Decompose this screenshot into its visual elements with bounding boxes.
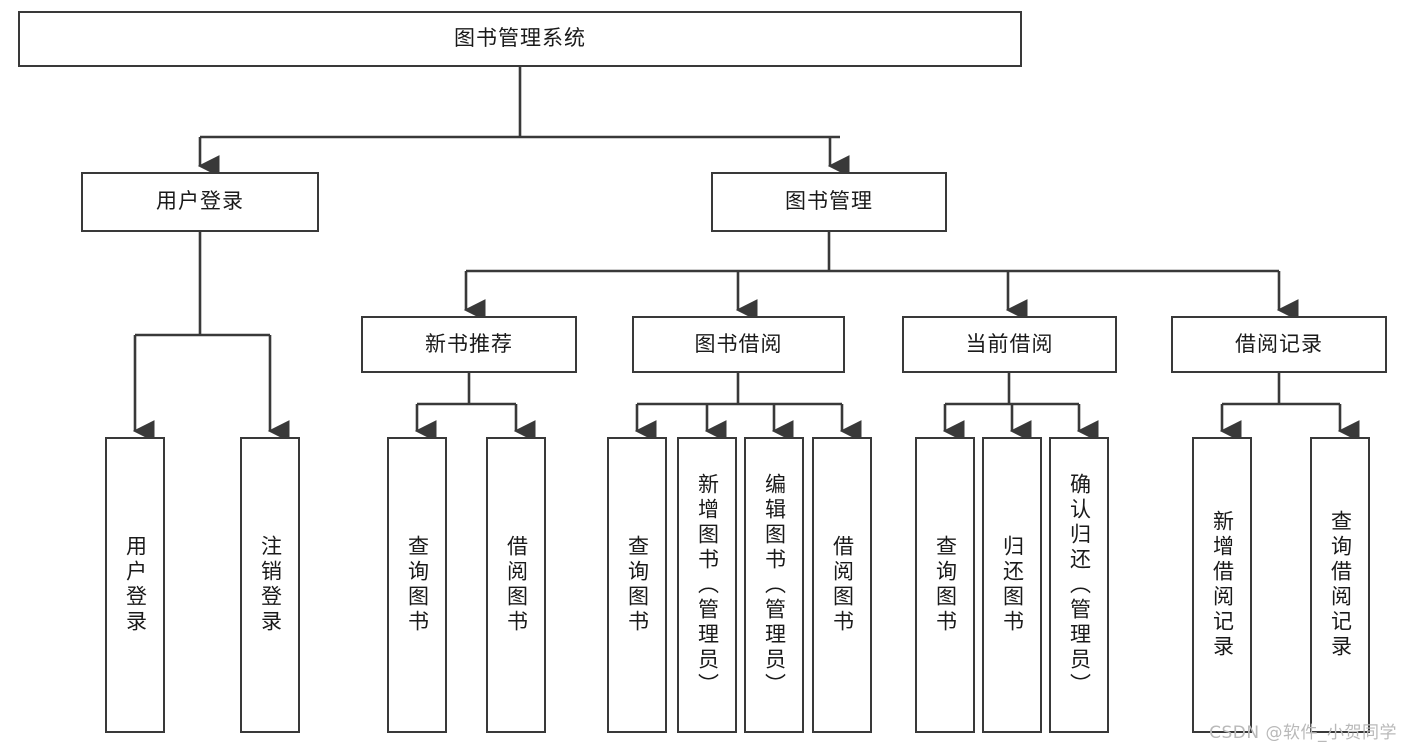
- leaf-user-login-1-label: 用户登录: [123, 535, 148, 635]
- node-book-borrow-label: 图书借阅: [694, 331, 783, 356]
- leaf-user-logout-label: 注销登录: [258, 535, 283, 635]
- leaf-borrow-edit-book-label: 编辑图书（管理员）: [762, 472, 787, 698]
- node-new-book-recommend[interactable]: 新书推荐: [361, 316, 577, 373]
- leaf-borrow-borrow-book[interactable]: 借阅图书: [812, 437, 872, 733]
- leaf-borrow-add-book-label: 新增图书（管理员）: [695, 472, 720, 698]
- leaf-user-logout[interactable]: 注销登录: [240, 437, 300, 733]
- leaf-current-confirm-return-label: 确认归还（管理员）: [1067, 472, 1092, 698]
- node-root-label: 图书管理系统: [454, 26, 586, 51]
- leaf-record-add[interactable]: 新增借阅记录: [1192, 437, 1252, 733]
- node-root[interactable]: 图书管理系统: [18, 11, 1022, 67]
- node-book-manage[interactable]: 图书管理: [711, 172, 947, 232]
- leaf-record-add-label: 新增借阅记录: [1210, 510, 1235, 660]
- leaf-recommend-query-book[interactable]: 查询图书: [387, 437, 447, 733]
- leaf-current-confirm-return[interactable]: 确认归还（管理员）: [1049, 437, 1109, 733]
- csdn-watermark: CSDN @软件_小贺同学: [1209, 723, 1397, 743]
- node-user-login[interactable]: 用户登录: [81, 172, 319, 232]
- node-current-borrow-label: 当前借阅: [965, 331, 1054, 356]
- leaf-borrow-query-book[interactable]: 查询图书: [607, 437, 667, 733]
- leaf-record-query[interactable]: 查询借阅记录: [1310, 437, 1370, 733]
- leaf-current-query-book[interactable]: 查询图书: [915, 437, 975, 733]
- leaf-recommend-borrow-book-label: 借阅图书: [504, 535, 529, 635]
- leaf-borrow-edit-book[interactable]: 编辑图书（管理员）: [744, 437, 804, 733]
- leaf-record-query-label: 查询借阅记录: [1328, 510, 1353, 660]
- leaf-user-login-1[interactable]: 用户登录: [105, 437, 165, 733]
- leaf-current-return-book[interactable]: 归还图书: [982, 437, 1042, 733]
- leaf-recommend-borrow-book[interactable]: 借阅图书: [486, 437, 546, 733]
- node-current-borrow[interactable]: 当前借阅: [902, 316, 1117, 373]
- leaf-borrow-query-book-label: 查询图书: [625, 535, 650, 635]
- leaf-borrow-add-book[interactable]: 新增图书（管理员）: [677, 437, 737, 733]
- leaf-recommend-query-book-label: 查询图书: [405, 535, 430, 635]
- node-book-manage-label: 图书管理: [785, 189, 873, 214]
- leaf-current-query-book-label: 查询图书: [933, 535, 958, 635]
- node-borrow-record-label: 借阅记录: [1235, 331, 1323, 356]
- leaf-current-return-book-label: 归还图书: [1000, 535, 1025, 635]
- node-borrow-record[interactable]: 借阅记录: [1171, 316, 1387, 373]
- node-book-borrow[interactable]: 图书借阅: [632, 316, 845, 373]
- node-new-book-recommend-label: 新书推荐: [425, 331, 513, 356]
- node-user-login-label: 用户登录: [156, 189, 244, 214]
- leaf-borrow-borrow-book-label: 借阅图书: [830, 535, 855, 635]
